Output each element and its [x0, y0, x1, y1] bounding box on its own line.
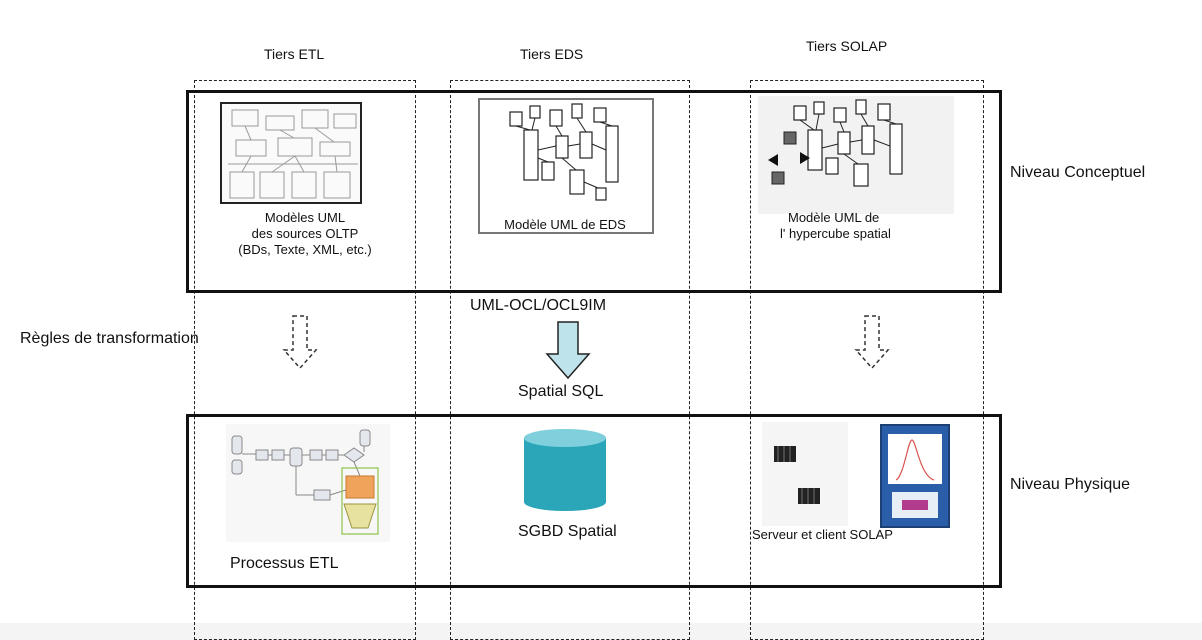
eds-uml-sketch: [509, 103, 619, 201]
hypercube-uml-sketch: [768, 99, 903, 187]
physical-level-label: Niveau Physique: [1010, 476, 1131, 493]
conceptual-level-label: Niveau Conceptuel: [1010, 164, 1146, 181]
oltp-uml-model-thumbnail: [220, 102, 362, 204]
spatial-dbms-caption: SGBD Spatial: [518, 523, 617, 540]
solap-server-client-caption: Serveur et client SOLAP: [752, 527, 893, 542]
tier-eds-header: Tiers EDS: [520, 46, 584, 62]
etl-dashed-arrow: [282, 315, 318, 370]
conceptual-level-box: [186, 90, 1002, 293]
server-cubes-icon: [774, 446, 820, 504]
oltp-caption-line3: (BDs, Texte, XML, etc.): [238, 242, 372, 257]
eds-arrow-shape: [545, 321, 591, 380]
client-window-icon: [888, 434, 942, 518]
eds-uml-caption: Modèle UML de EDS: [504, 217, 626, 232]
tier-etl-header: Tiers ETL: [264, 46, 325, 62]
hypercube-caption-line2: l' hypercube spatial: [780, 226, 891, 241]
oltp-caption-line2: des sources OLTP: [251, 226, 359, 241]
hypercube-caption-line1: Modèle UML de: [788, 210, 880, 225]
solap-server-thumbnail: [762, 422, 848, 526]
etl-process-caption: Processus ETL: [230, 555, 339, 572]
oltp-uml-caption: Modèles UML des sources OLTP (BDs, Texte…: [200, 210, 410, 258]
hypercube-uml-caption: Modèle UML de l' hypercube spatial: [766, 210, 956, 242]
physical-level-box: [186, 414, 1002, 588]
spatial-database-icon: [524, 429, 606, 511]
solap-client-thumbnail: [880, 424, 950, 528]
tier-solap-header: Tiers SOLAP: [806, 38, 888, 54]
eds-transform-arrow: [545, 321, 591, 380]
uml-ocl-label: UML-OCL/OCL9IM: [470, 297, 607, 314]
hypercube-uml-model-thumbnail: [758, 96, 954, 214]
oltp-uml-sketch: [228, 109, 358, 199]
eds-uml-model-thumbnail: [478, 98, 654, 234]
transformation-rules-label: Règles de transformation: [20, 330, 199, 347]
spatial-sql-label: Spatial SQL: [518, 383, 604, 400]
etl-process-thumbnail: [226, 424, 390, 542]
etl-process-sketch: [231, 429, 379, 535]
solap-dashed-arrow: [854, 315, 890, 370]
oltp-caption-line1: Modèles UML: [264, 210, 346, 225]
